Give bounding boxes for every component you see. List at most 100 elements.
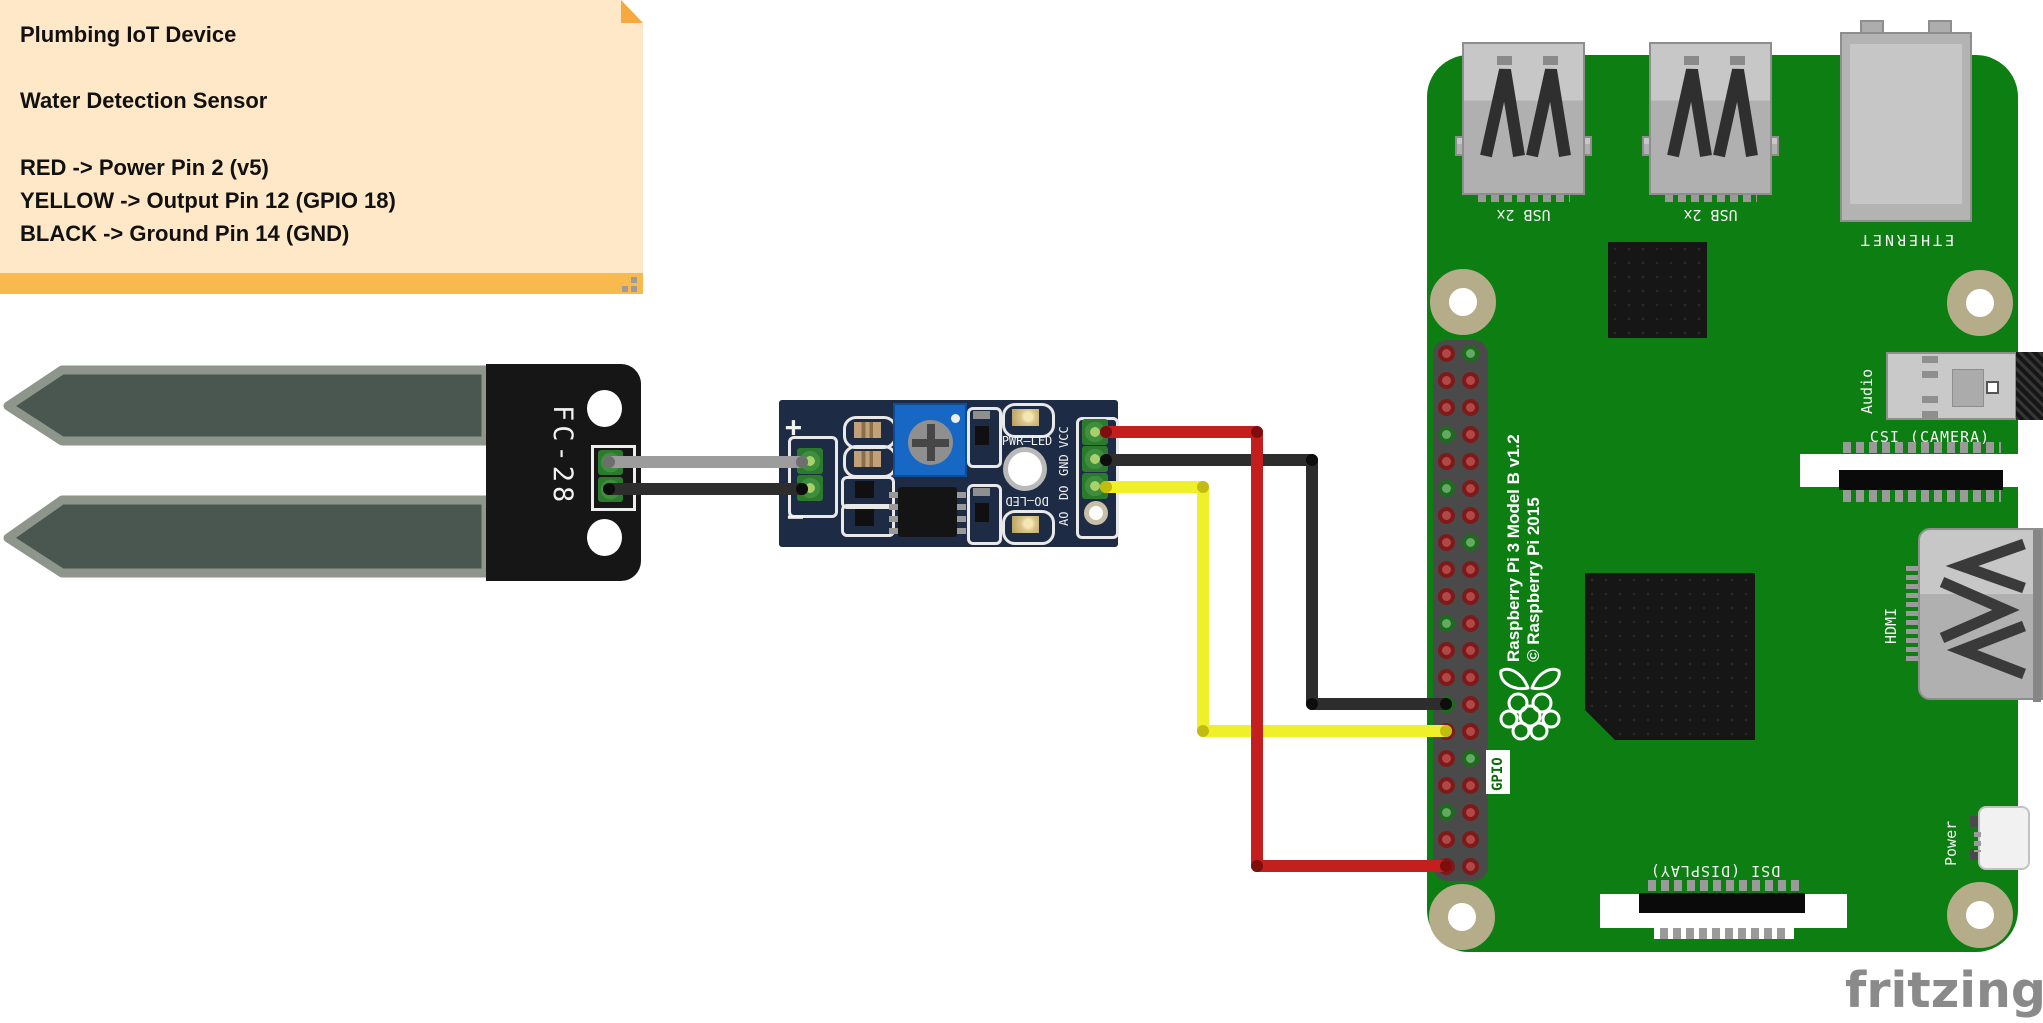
module-pin-do[interactable] (1082, 473, 1108, 499)
smd-capacitor[interactable] (855, 481, 874, 498)
potentiometer-dial[interactable] (908, 420, 953, 465)
gpio-pin[interactable] (1438, 642, 1455, 659)
wire-black-gnd[interactable] (1100, 454, 1452, 710)
resistor[interactable] (854, 422, 881, 438)
transistor[interactable] (975, 503, 989, 522)
wire-joint[interactable] (1306, 698, 1318, 710)
gpio-pin[interactable] (1462, 399, 1479, 416)
wire-red-vcc[interactable] (1100, 426, 1452, 872)
note-line-yellow: YELLOW -> Output Pin 12 (GPIO 18) (20, 188, 396, 213)
wire-joint[interactable] (1251, 426, 1263, 438)
usb-feet (1665, 195, 1757, 202)
power-contacts (1974, 832, 1981, 852)
gpio-pin[interactable] (1438, 777, 1455, 794)
wire-joint[interactable] (1197, 481, 1209, 493)
module-minus-label: − (787, 500, 804, 533)
gpio-pin[interactable] (1438, 561, 1455, 578)
gpio-pin[interactable] (1462, 831, 1479, 848)
module-pin-ao[interactable] (1084, 501, 1108, 525)
gpio-pin[interactable] (1462, 777, 1479, 794)
gpio-pin[interactable] (1438, 426, 1455, 443)
gpio-pin[interactable] (1462, 372, 1479, 389)
potentiometer[interactable] (893, 403, 967, 477)
note-resize-grip[interactable] (631, 277, 637, 283)
wire-joint[interactable] (1306, 454, 1318, 466)
dsi-teeth (1660, 928, 1788, 939)
ic-leg (957, 528, 966, 534)
ethernet-port[interactable] (1840, 32, 1972, 222)
gpio-pin[interactable] (1438, 669, 1455, 686)
gpio-pin[interactable] (1438, 588, 1455, 605)
gpio-pin[interactable] (1438, 372, 1455, 389)
csi-teeth (1843, 442, 2001, 453)
wire-end (1440, 698, 1452, 710)
gpio-pin[interactable] (1462, 642, 1479, 659)
wire-end (1100, 454, 1112, 466)
probe-mount-hole (587, 519, 622, 556)
note-resize-bar[interactable] (0, 273, 643, 294)
lan-chip[interactable] (1608, 242, 1707, 338)
wire-end (1440, 860, 1452, 872)
gpio-pin[interactable] (1462, 669, 1479, 686)
cpu-chip[interactable] (1585, 573, 1755, 740)
sticky-note[interactable] (0, 0, 643, 273)
gpio-pin[interactable] (1462, 534, 1479, 551)
gpio-pin[interactable] (1438, 345, 1455, 362)
csi-label: CSI (CAMERA) (1869, 428, 1991, 446)
gpio-pin[interactable] (1462, 723, 1479, 740)
comparator-ic[interactable] (898, 487, 957, 537)
usb-port-1[interactable] (1462, 42, 1585, 195)
sensor-module[interactable]: + − PWR—LED DO—LED (779, 400, 1119, 547)
gpio-pin[interactable] (1462, 426, 1479, 443)
gpio-pin[interactable] (1462, 804, 1479, 821)
audio-jack[interactable] (1886, 352, 2017, 420)
gpio-pin[interactable] (1462, 480, 1479, 497)
wire-yellow-do[interactable] (1100, 481, 1452, 737)
pwr-led[interactable] (1012, 409, 1039, 426)
ic-leg (957, 492, 966, 498)
hdmi-port[interactable] (1918, 528, 2043, 702)
gpio-pin[interactable] (1462, 858, 1479, 875)
gpio-pin[interactable] (1438, 534, 1455, 551)
gpio-pin[interactable] (1438, 480, 1455, 497)
wire-end (1440, 725, 1452, 737)
audio-dot (1986, 381, 1999, 394)
gpio-pin[interactable] (1462, 345, 1479, 362)
gpio-pin[interactable] (1462, 750, 1479, 767)
gpio-pin[interactable] (1438, 453, 1455, 470)
gpio-pin[interactable] (1462, 561, 1479, 578)
power-port[interactable] (1974, 806, 2030, 870)
gpio-pin[interactable] (1438, 750, 1455, 767)
gpio-pin[interactable] (1462, 696, 1479, 713)
gpio-pin[interactable] (1438, 507, 1455, 524)
usb-port-2[interactable] (1649, 42, 1772, 195)
hdmi-slots (1939, 538, 2026, 680)
do-led[interactable] (1012, 516, 1039, 533)
gpio-pin[interactable] (1438, 615, 1455, 632)
note-resize-grip[interactable] (631, 286, 637, 292)
gpio-pin[interactable] (1462, 453, 1479, 470)
audio-pad (1922, 411, 1938, 418)
gpio-pin[interactable] (1462, 615, 1479, 632)
gpio-header[interactable] (1433, 340, 1488, 881)
gpio-pin[interactable] (1438, 804, 1455, 821)
gpio-pin[interactable] (1438, 399, 1455, 416)
gpio-pin[interactable] (1438, 831, 1455, 848)
gpio-pin[interactable] (1462, 588, 1479, 605)
resistor[interactable] (854, 451, 881, 467)
usb-feet (1478, 195, 1570, 202)
module-pin-box (1076, 417, 1119, 539)
transistor[interactable] (975, 426, 989, 445)
note-resize-grip[interactable] (622, 286, 628, 292)
wire-end (603, 483, 615, 495)
smd-capacitor[interactable] (855, 509, 874, 526)
wire-joint[interactable] (1251, 860, 1263, 872)
wire-joint[interactable] (1197, 725, 1209, 737)
gpio-pin[interactable] (1462, 507, 1479, 524)
pi-mount-hole (1947, 882, 2013, 948)
wire-end (796, 456, 808, 468)
ic-leg (957, 504, 966, 510)
hdmi-edge (2033, 530, 2041, 702)
